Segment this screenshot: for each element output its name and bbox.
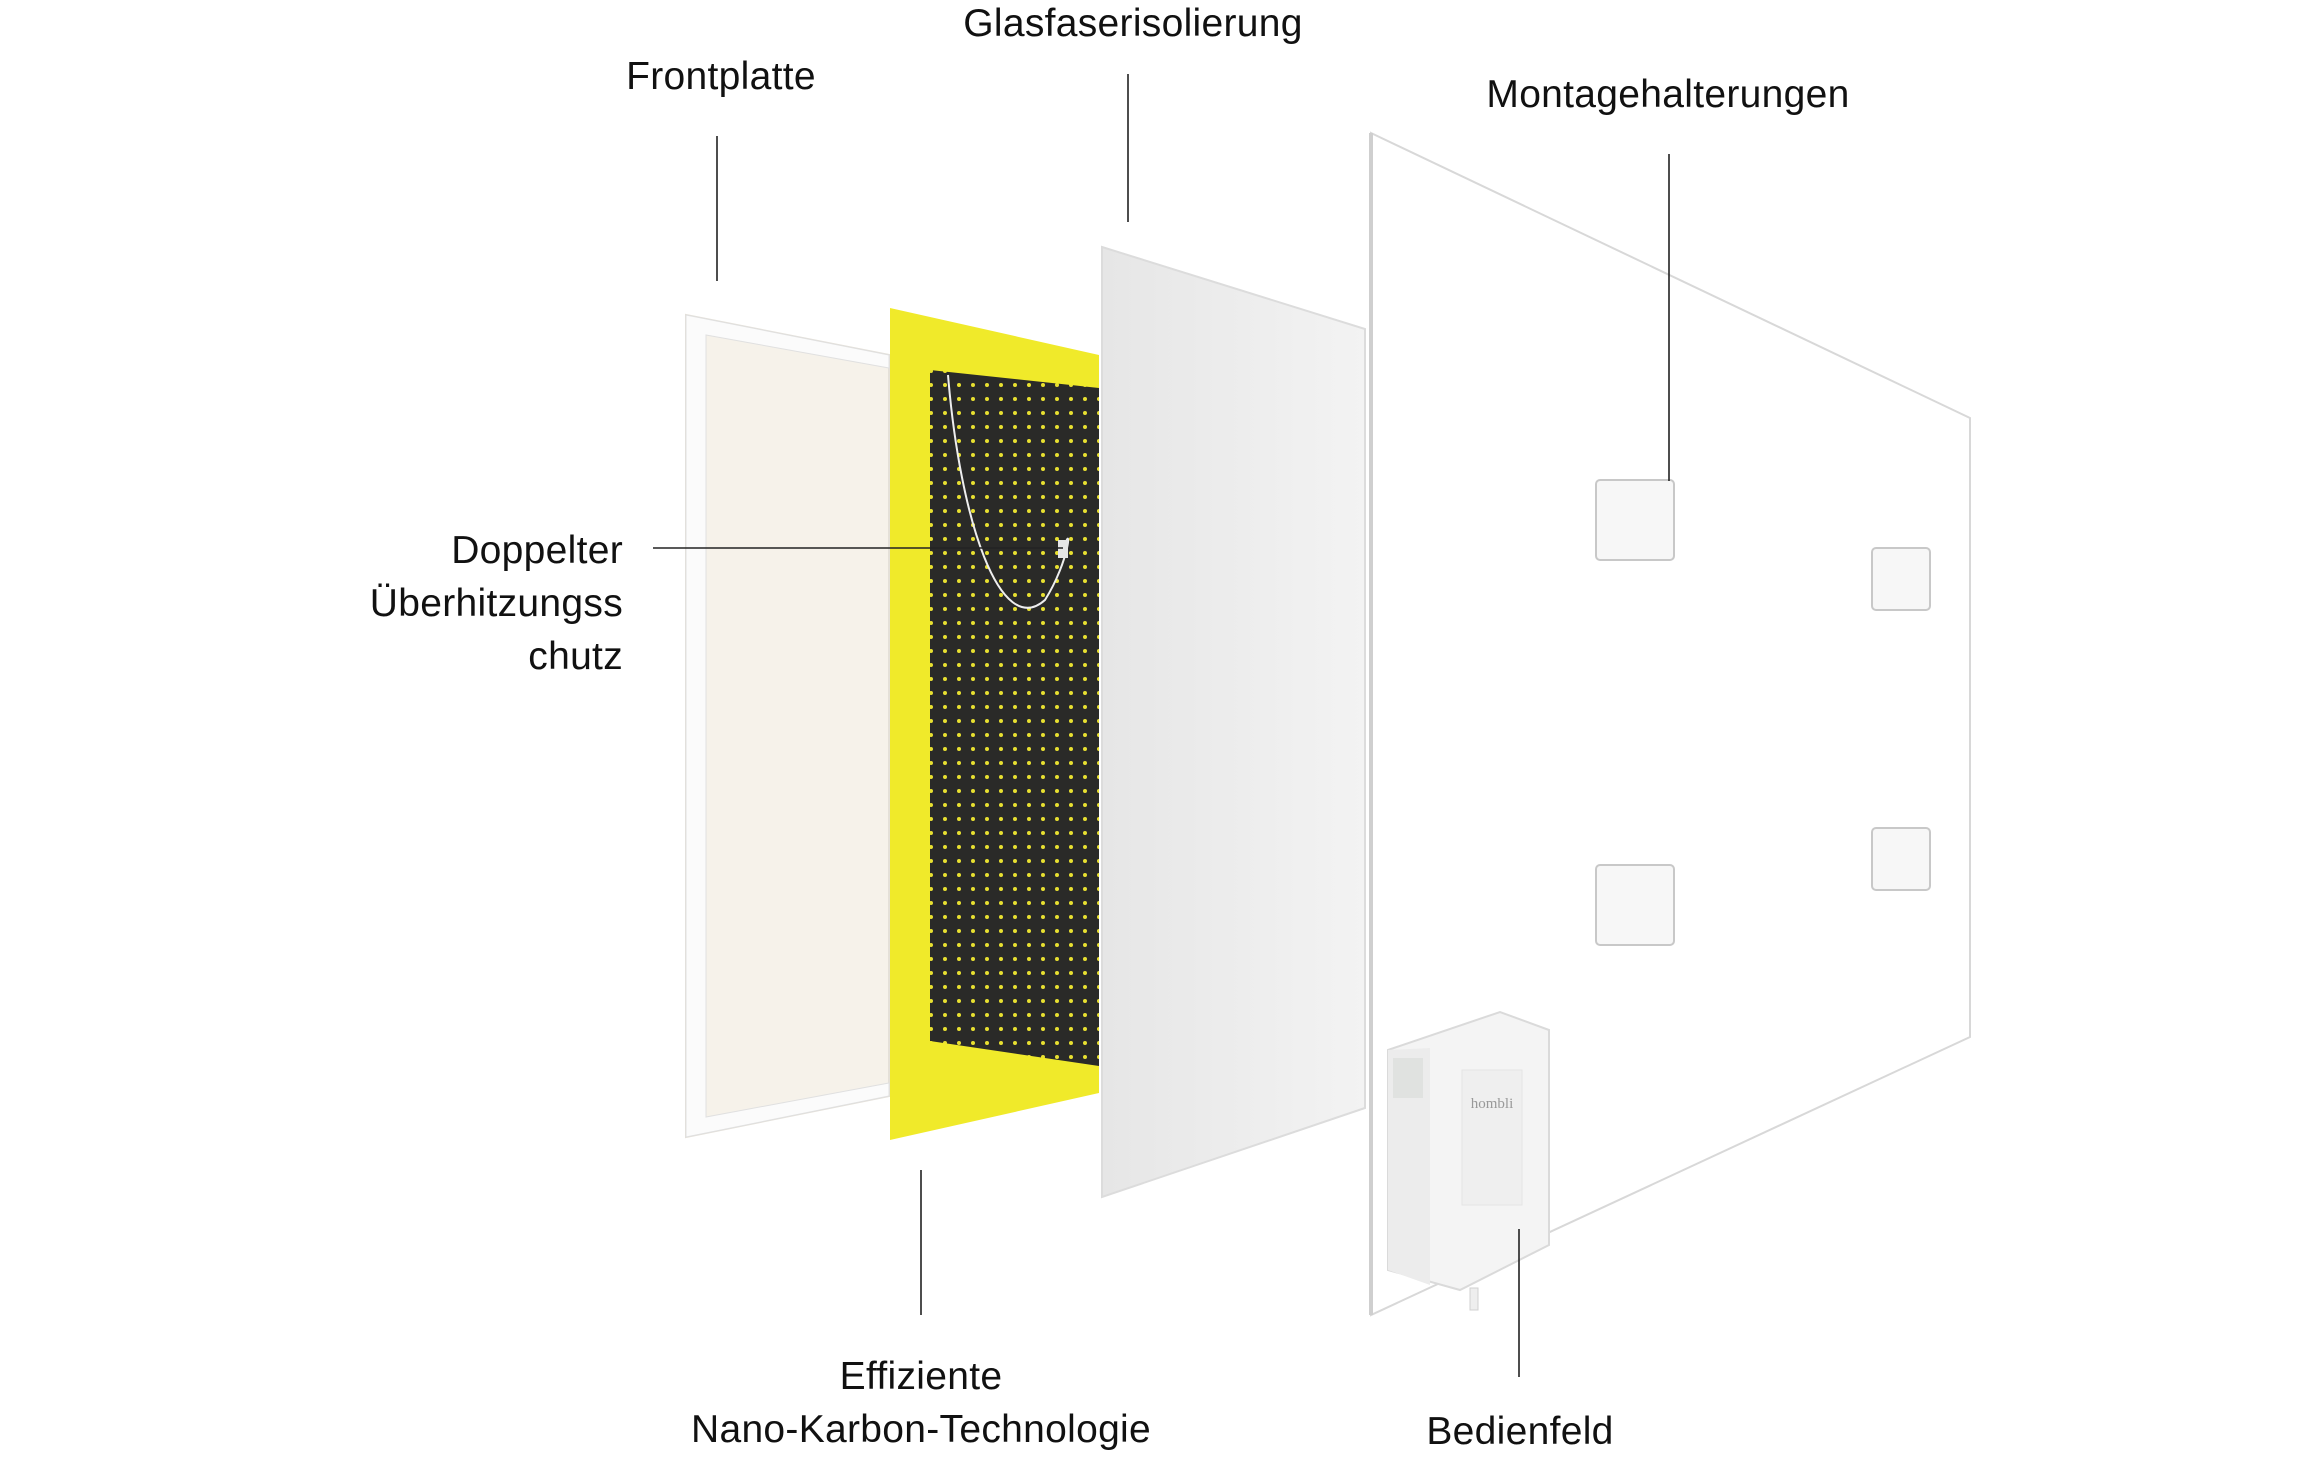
leader-lines [653, 74, 1670, 1377]
heating-film-core [930, 370, 1099, 1066]
label-overheat-line1: Doppelter [451, 529, 623, 572]
label-overheat-line2: Überhitzungss [369, 582, 623, 625]
mounting-brackets [1595, 479, 1931, 946]
bracket [1871, 827, 1931, 891]
label-overheat-line3: chutz [528, 635, 623, 678]
display-icon [1393, 1058, 1423, 1098]
brand-logo: hombli [1471, 1096, 1514, 1112]
label-insulation: Glasfaserisolierung [963, 2, 1303, 45]
glass-fiber-insulation [1101, 245, 1366, 1199]
front-plate [685, 313, 890, 1139]
label-mounting: Montagehalterungen [1486, 73, 1850, 116]
control-panel-box: hombli [1387, 1010, 1550, 1311]
bracket [1595, 479, 1675, 561]
bracket [1595, 864, 1675, 946]
label-front-plate: Frontplatte [626, 55, 816, 98]
label-nano-carbon-line1: Effiziente [839, 1355, 1003, 1398]
label-control-panel: Bedienfeld [1426, 1410, 1614, 1453]
label-overheat: Doppelter Überhitzungss chutz [370, 524, 623, 683]
label-nano-carbon: Effiziente Nano-Karbon-Technologie [691, 1350, 1151, 1456]
overheat-sensor [1058, 540, 1068, 558]
bracket [1871, 547, 1931, 611]
label-nano-carbon-line2: Nano-Karbon-Technologie [690, 1408, 1152, 1451]
